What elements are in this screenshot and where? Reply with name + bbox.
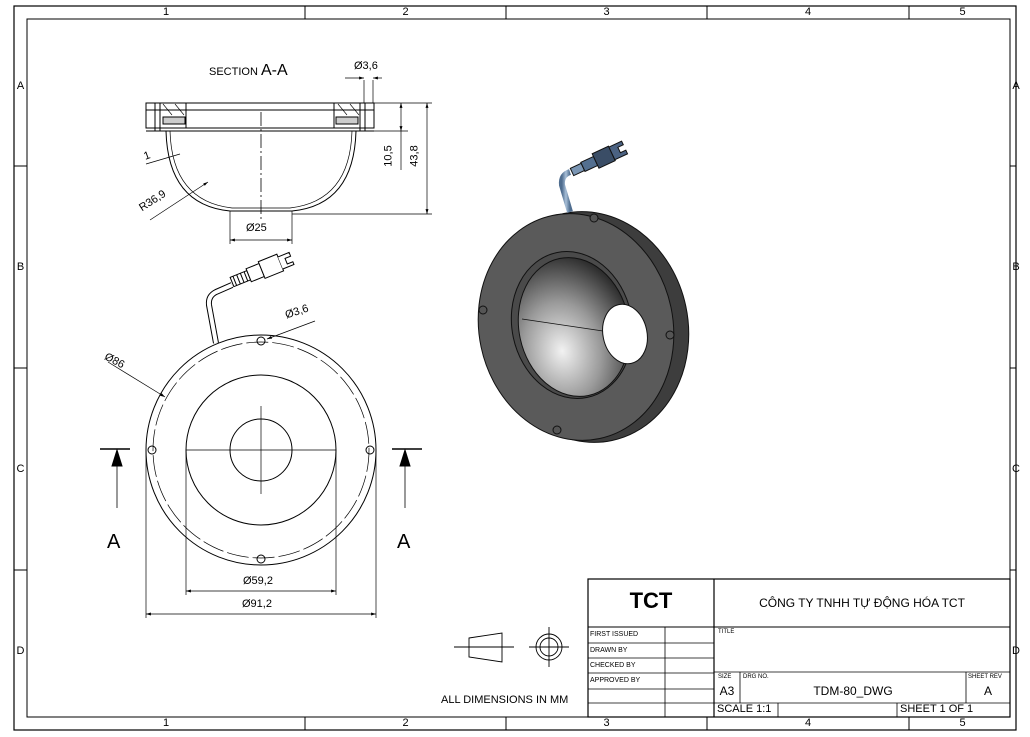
zone-row-a-left: A bbox=[16, 80, 25, 92]
projection-symbol bbox=[454, 627, 569, 667]
checked-by-label: CHECKED BY bbox=[590, 662, 636, 669]
zone-col-1-top: 1 bbox=[162, 6, 170, 18]
section-bottom-dia: Ø25 bbox=[246, 222, 267, 234]
zone-col-2-top: 2 bbox=[402, 6, 409, 18]
zone-row-b-right: B bbox=[1012, 261, 1020, 273]
drg-no-label: DRG NO. bbox=[743, 674, 769, 680]
zone-col-4-bottom: 4 bbox=[804, 717, 812, 729]
zone-col-5-bottom: 5 bbox=[959, 717, 966, 729]
scale-value: SCALE 1:1 bbox=[717, 703, 772, 715]
section-total-height: 43,8 bbox=[408, 145, 421, 167]
section-view bbox=[145, 76, 432, 244]
section-title: SECTION A-A bbox=[209, 62, 288, 80]
units-note: ALL DIMENSIONS IN MM bbox=[441, 694, 569, 706]
approved-by-label: APPROVED BY bbox=[590, 677, 641, 684]
first-issued-label: FIRST ISSUED bbox=[590, 631, 639, 638]
zone-row-c-right: C bbox=[1012, 463, 1020, 475]
size-label: SIZE bbox=[718, 674, 732, 680]
isometric-view bbox=[477, 140, 690, 443]
front-view bbox=[100, 251, 422, 618]
drawn-by-label: DRAWN BY bbox=[590, 647, 628, 654]
zone-col-4-top: 4 bbox=[804, 6, 812, 18]
zone-col-2-bottom: 2 bbox=[402, 717, 409, 729]
company-name: CÔNG TY TNHH TỰ ĐỘNG HÓA TCT bbox=[759, 596, 965, 610]
front-inner-dia: Ø59,2 bbox=[243, 575, 273, 587]
zone-row-a-right: A bbox=[1012, 80, 1020, 92]
front-outer-dia: Ø91,2 bbox=[242, 598, 272, 610]
section-flange-height: 10,5 bbox=[382, 145, 395, 167]
section-hole-dia: Ø3,6 bbox=[354, 60, 378, 72]
title-block-grid bbox=[587, 578, 1011, 718]
zone-col-3-top: 3 bbox=[603, 6, 610, 18]
sheet-rev-label: SHEET REV bbox=[968, 674, 1002, 680]
section-title-name: A-A bbox=[260, 62, 288, 79]
title-label: TITLE bbox=[718, 629, 735, 635]
zone-col-3-bottom: 3 bbox=[603, 717, 610, 729]
zone-col-1-bottom: 1 bbox=[162, 717, 170, 729]
company-logo: TCT bbox=[629, 588, 673, 613]
size-value: A3 bbox=[719, 684, 735, 698]
section-marker-left: A bbox=[107, 531, 121, 553]
zone-row-b-left: B bbox=[16, 261, 25, 273]
sheet-count: SHEET 1 OF 1 bbox=[900, 703, 974, 715]
section-marker-right: A bbox=[397, 531, 411, 553]
drg-no-value: TDM-80_DWG bbox=[813, 684, 893, 698]
sheet-border bbox=[13, 5, 1017, 731]
zone-row-c-left: C bbox=[16, 463, 25, 475]
zone-row-d-right: D bbox=[1012, 645, 1020, 657]
zone-col-5-top: 5 bbox=[959, 6, 966, 18]
sheet-rev-value: A bbox=[983, 684, 992, 698]
section-title-prefix: SECTION bbox=[209, 66, 258, 78]
zone-row-d-left: D bbox=[16, 645, 25, 657]
